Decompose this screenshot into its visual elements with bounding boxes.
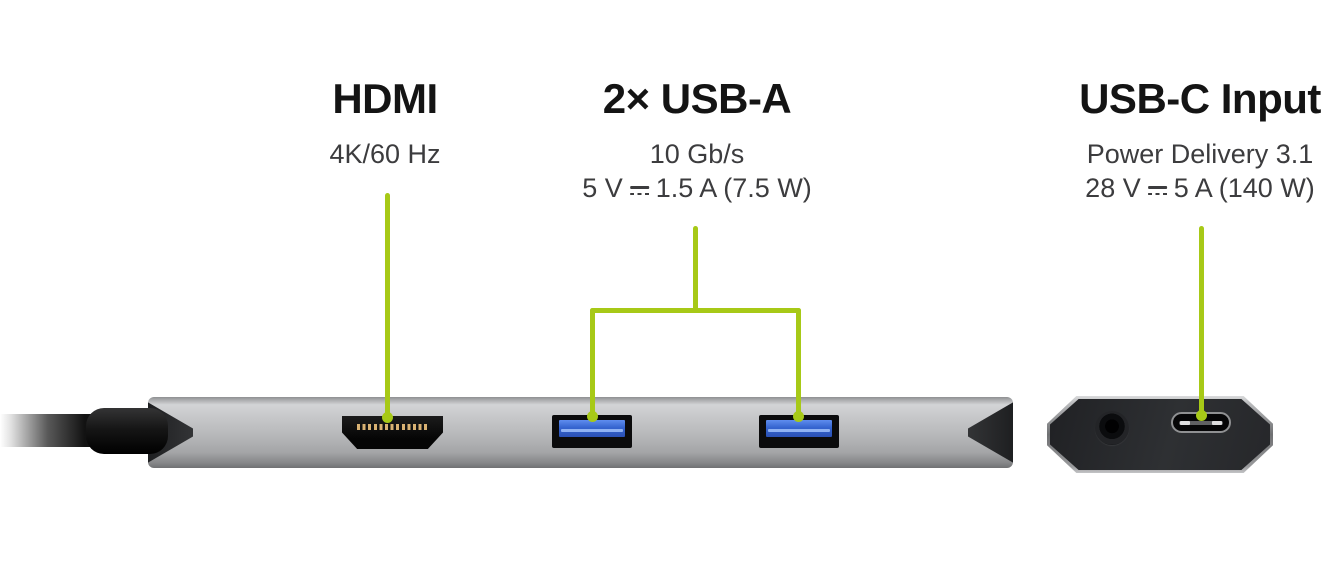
connector-line-usb-c — [1199, 226, 1204, 418]
usb-c-power-spec: 28 V 5 A (140 W) — [1079, 171, 1321, 205]
usb-c-power-voltage: 28 V — [1085, 173, 1141, 203]
connector-stem-usb-a — [693, 226, 698, 313]
usb-c-port-tongue — [1179, 421, 1223, 425]
usb-c-power-current: 5 A (140 W) — [1173, 173, 1315, 203]
usb-a-title: 2× USB-A — [602, 75, 792, 122]
connector-dot-usb-c — [1196, 410, 1207, 421]
hdmi-title: HDMI — [332, 75, 438, 122]
hdmi-spec: 4K/60 Hz — [329, 139, 441, 169]
connector-drop-usb-a-2 — [796, 308, 801, 420]
hdmi-callout: HDMI 4K/60 Hz — [329, 78, 440, 171]
endcap-face — [1050, 399, 1270, 470]
usb-a-port-2-stripe — [768, 429, 830, 433]
usb-c-title: USB-C Input — [1079, 75, 1321, 122]
usb-a-port-1-stripe — [561, 429, 623, 433]
hdmi-port — [342, 416, 443, 449]
usb-a-port-1-tongue — [559, 420, 625, 437]
usb-a-power-current: 1.5 A (7.5 W) — [655, 173, 812, 203]
usb-c-callout: USB-C Input Power Delivery 3.1 28 V 5 A (… — [1079, 78, 1321, 205]
connector-branch-usb-a — [590, 308, 801, 313]
usb-a-port-2-tongue — [766, 420, 832, 437]
usb-a-speed-spec: 10 Gb/s — [649, 139, 745, 169]
connector-dot-usb-a-1 — [587, 411, 598, 422]
dc-symbol-icon — [629, 185, 649, 197]
dc-symbol-icon — [1147, 185, 1167, 197]
usb-c-port-pad-left — [1180, 421, 1190, 425]
usb-c-standard-spec: Power Delivery 3.1 — [1086, 139, 1314, 169]
hdmi-port-pins — [357, 424, 428, 430]
connector-drop-usb-a-1 — [590, 308, 595, 420]
connector-line-hdmi — [385, 193, 390, 421]
usb-c-port-pad-right — [1212, 421, 1222, 425]
usb-a-callout: 2× USB-A 10 Gb/s 5 V 1.5 A (7.5 W) — [582, 78, 812, 205]
connector-dot-hdmi — [382, 412, 393, 423]
usb-a-power-spec: 5 V 1.5 A (7.5 W) — [582, 171, 812, 205]
connector-dot-usb-a-2 — [793, 411, 804, 422]
cable-strain-relief — [86, 408, 168, 454]
audio-jack-port — [1095, 411, 1129, 445]
usb-a-power-voltage: 5 V — [582, 173, 623, 203]
